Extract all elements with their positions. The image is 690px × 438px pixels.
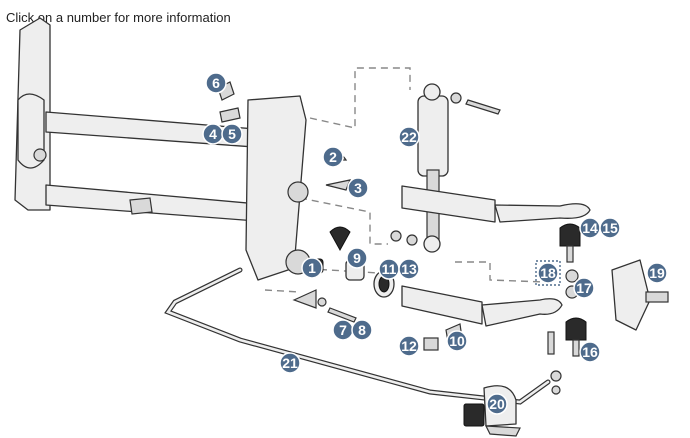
leader-line (455, 261, 546, 283)
callout-20[interactable]: 20 (486, 393, 508, 415)
axle-beam (14, 17, 311, 281)
svg-text:8: 8 (358, 322, 366, 338)
callout-6[interactable]: 6 (205, 72, 227, 94)
svg-text:15: 15 (602, 220, 618, 236)
ball-joints-and-spindle (547, 223, 669, 357)
svg-text:1: 1 (308, 260, 316, 276)
svg-text:20: 20 (489, 396, 505, 412)
callout-17[interactable]: 17 (573, 277, 595, 299)
svg-text:2: 2 (329, 149, 337, 165)
lower-trailing-arm (401, 285, 563, 327)
svg-text:21: 21 (282, 355, 298, 371)
svg-text:19: 19 (649, 265, 665, 281)
callout-1[interactable]: 1 (301, 257, 323, 279)
callout-13[interactable]: 13 (398, 258, 420, 280)
svg-text:9: 9 (353, 250, 361, 266)
callout-16[interactable]: 16 (579, 341, 601, 363)
svg-text:12: 12 (401, 338, 417, 354)
svg-text:11: 11 (382, 261, 397, 277)
svg-text:22: 22 (401, 129, 417, 145)
svg-text:10: 10 (449, 333, 465, 349)
svg-text:14: 14 (582, 220, 598, 236)
leader-line (264, 289, 301, 293)
highlight-box (535, 260, 561, 286)
svg-text:16: 16 (582, 344, 598, 360)
svg-text:4: 4 (209, 126, 217, 142)
svg-text:18: 18 (540, 265, 556, 281)
svg-text:5: 5 (228, 126, 236, 142)
svg-text:17: 17 (576, 280, 592, 296)
callout-10[interactable]: 10 (446, 330, 468, 352)
callout-8[interactable]: 8 (351, 319, 373, 341)
svg-text:6: 6 (212, 75, 220, 91)
callout-14[interactable]: 14 (579, 217, 601, 239)
callout-21[interactable]: 21 (279, 352, 301, 374)
callout-22[interactable]: 22 (398, 126, 420, 148)
callout-11[interactable]: 11 (378, 258, 400, 280)
leader-line (309, 67, 411, 129)
stabilizer-bar (164, 267, 562, 405)
upper-trailing-arm (401, 185, 591, 223)
callout-2[interactable]: 2 (322, 146, 344, 168)
callout-15[interactable]: 15 (599, 217, 621, 239)
callout-9[interactable]: 9 (346, 247, 368, 269)
callout-5[interactable]: 5 (221, 123, 243, 145)
svg-text:13: 13 (401, 261, 417, 277)
leader-line (299, 197, 388, 245)
callout-4[interactable]: 4 (202, 123, 224, 145)
shock-absorber (390, 83, 501, 253)
instruction-text: Click on a number for more information (6, 10, 231, 25)
callout-18[interactable]: 18 (537, 262, 559, 284)
callout-7[interactable]: 7 (332, 319, 354, 341)
svg-text:7: 7 (339, 322, 347, 338)
callout-19[interactable]: 19 (646, 262, 668, 284)
callout-3[interactable]: 3 (347, 177, 369, 199)
callout-12[interactable]: 12 (398, 335, 420, 357)
svg-text:3: 3 (354, 180, 362, 196)
